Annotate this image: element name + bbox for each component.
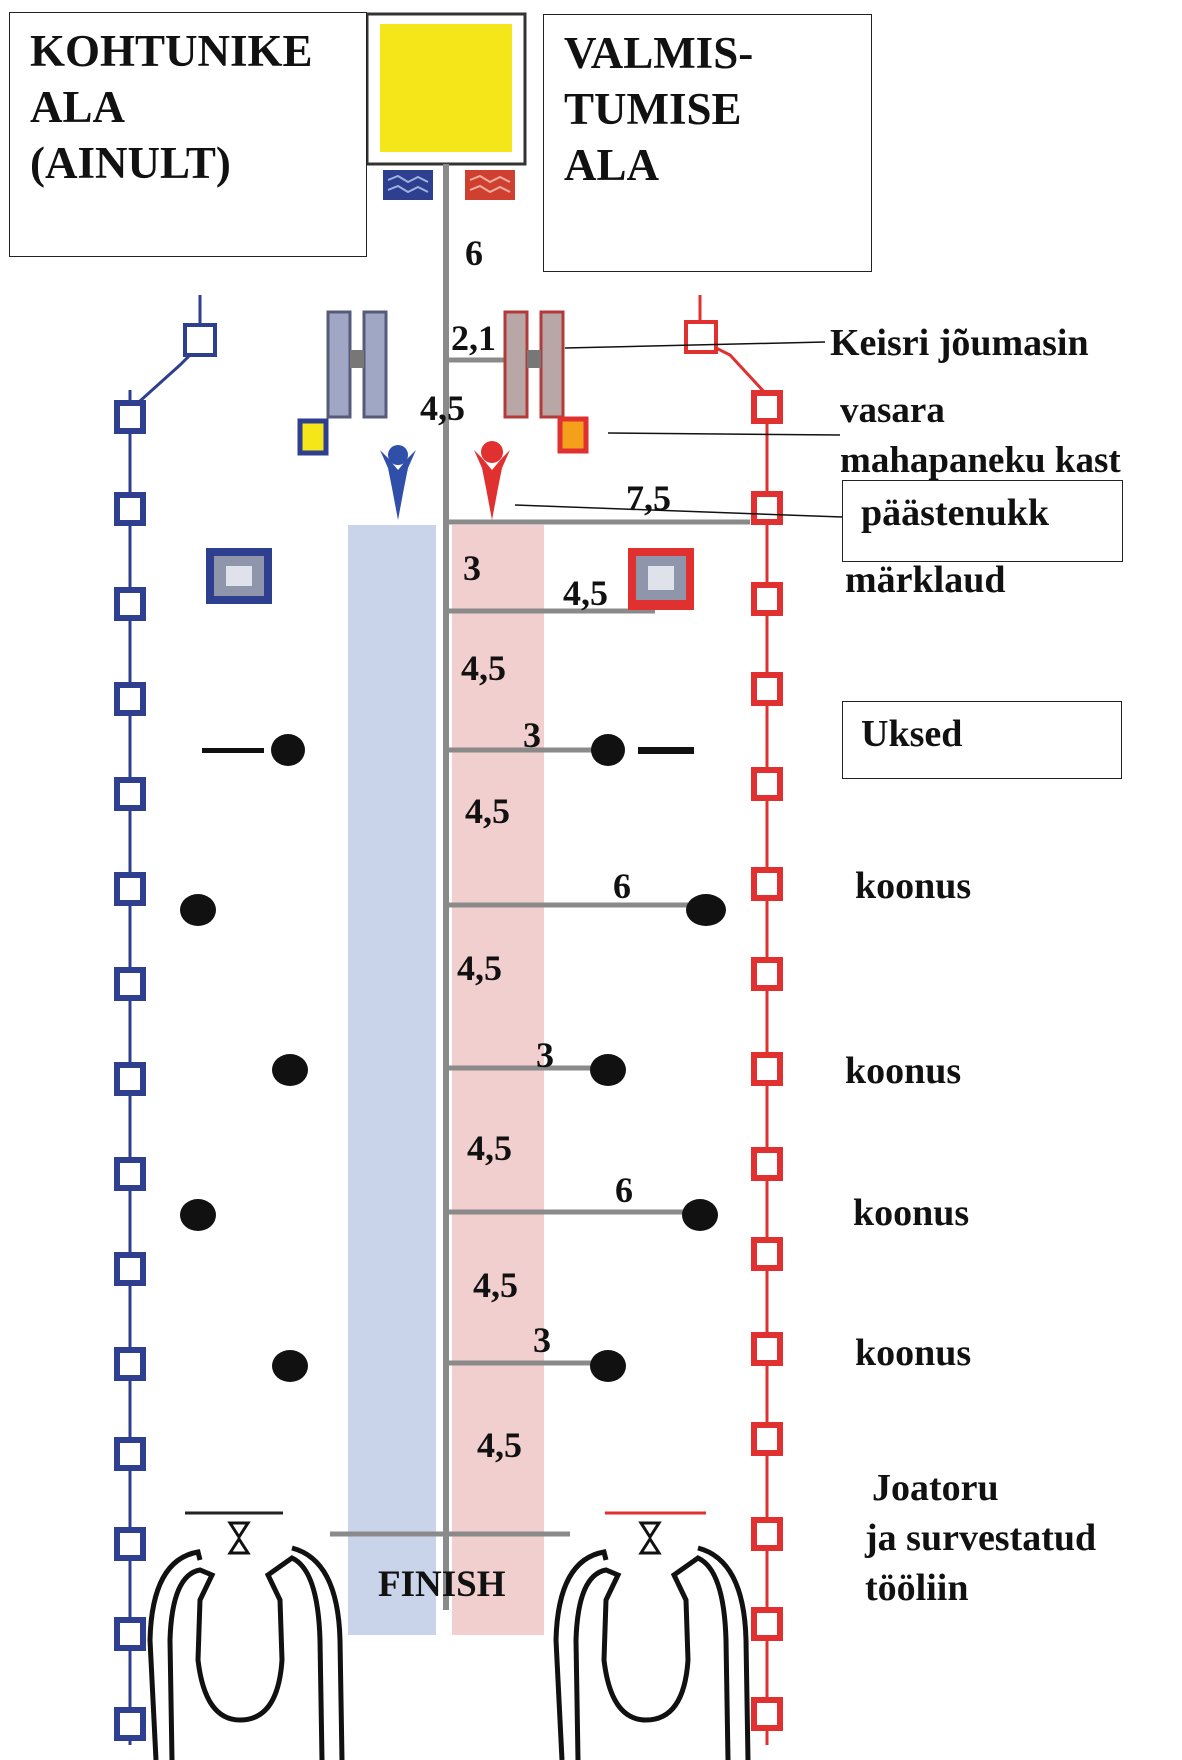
label-koonus-1: koonus xyxy=(855,865,971,907)
distance-d14: 6 xyxy=(615,1170,633,1210)
distance-d1: 6 xyxy=(465,233,483,273)
red-nozzle-icon xyxy=(638,1521,662,1555)
distance-d3: 4,5 xyxy=(420,388,465,428)
distance-d17: 4,5 xyxy=(477,1425,522,1465)
judges-area-box: KOHTUNIKE ALA (AINULT) xyxy=(9,12,367,257)
label-vasara-2: mahapaneku kast xyxy=(840,440,1121,481)
distance-d16: 3 xyxy=(533,1320,551,1360)
distance-markers xyxy=(330,357,750,1537)
distance-d12: 3 xyxy=(536,1035,554,1075)
label-koonus-4: koonus xyxy=(855,1332,971,1374)
yellow-area xyxy=(380,24,512,152)
blue-lane xyxy=(348,525,436,1635)
red-mat-icon xyxy=(465,170,515,200)
label-vasara-1: vasara xyxy=(840,390,945,431)
red-hose-loop xyxy=(553,1545,751,1760)
distance-d6: 4,5 xyxy=(563,573,608,613)
blue-hose-loop xyxy=(147,1545,345,1760)
distance-d10: 6 xyxy=(613,866,631,906)
label-joatoru-2: ja survestatud xyxy=(864,1517,1096,1559)
distance-d5: 3 xyxy=(463,548,481,588)
distance-d13: 4,5 xyxy=(467,1128,512,1168)
red-lane xyxy=(452,525,544,1635)
distance-d8: 3 xyxy=(523,715,541,755)
blue-dummy-icon xyxy=(380,445,416,520)
blue-keiser-machine-icon xyxy=(326,310,388,419)
red-squares xyxy=(751,390,783,1731)
label-keisri: Keisri jõumasin xyxy=(830,322,1089,364)
pointer-lines xyxy=(514,341,843,518)
distance-d9: 4,5 xyxy=(465,791,510,831)
distance-d4: 7,5 xyxy=(626,478,671,518)
label-joatoru-3: tööliin xyxy=(865,1567,968,1609)
dummy-label-box: päästenukk xyxy=(842,480,1123,562)
red-dummy-icon xyxy=(474,441,510,520)
label-koonus-2: koonus xyxy=(845,1050,961,1092)
door-icons xyxy=(202,734,694,766)
blue-mat-icon xyxy=(383,170,433,200)
red-target-icon xyxy=(628,548,694,610)
red-keiser-machine-icon xyxy=(503,310,565,419)
blue-target-icon xyxy=(206,548,272,604)
finish-label: FINISH xyxy=(378,1564,506,1605)
distance-d7: 4,5 xyxy=(461,648,506,688)
doors-label-box: Uksed xyxy=(842,701,1122,779)
cone-icons xyxy=(180,894,726,1382)
distance-d15: 4,5 xyxy=(473,1265,518,1305)
blue-hammer-box-icon xyxy=(297,418,329,456)
distance-d2: 2,1 xyxy=(451,318,496,358)
blue-squares xyxy=(114,400,146,1741)
finish-area-box: VALMIS- TUMISE ALA xyxy=(543,14,872,272)
distance-d11: 4,5 xyxy=(457,948,502,988)
label-koonus-3: koonus xyxy=(853,1192,969,1234)
blue-nozzle-icon xyxy=(227,1521,251,1555)
red-hammer-box-icon xyxy=(557,416,589,454)
label-joatoru-1: Joatoru xyxy=(872,1467,999,1509)
label-marklaud: märklaud xyxy=(845,559,1005,601)
